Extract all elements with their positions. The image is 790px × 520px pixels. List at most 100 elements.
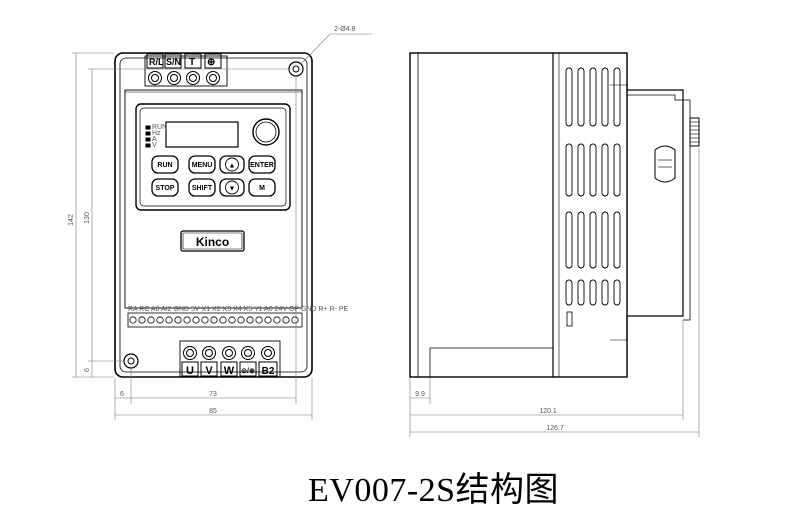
terminal-w-label: W: [224, 365, 235, 377]
diagram-caption: EV007-2S结构图: [308, 472, 560, 509]
vent-slot: [577, 279, 585, 306]
terminal-dc-label: ⊝/⊕: [241, 368, 255, 375]
vent-slot: [565, 279, 573, 306]
terminal-t-label: T: [189, 57, 195, 68]
top-terminal-block: [144, 53, 228, 87]
vent-slot: [613, 279, 621, 306]
led-a-label: A: [152, 136, 157, 143]
keypad-buttons: [151, 155, 276, 197]
dim-73-label: 73: [209, 391, 217, 398]
led-run-label: RUN: [152, 124, 167, 131]
led-v-label: V: [152, 142, 157, 149]
dim-142-label: 142: [68, 214, 75, 226]
vent-slot: [565, 143, 573, 197]
side-front-panel: [626, 82, 684, 340]
terminal-b2: [258, 361, 278, 377]
dim-130-label: 130: [84, 212, 91, 224]
run-button-label: RUN: [157, 162, 172, 169]
control-terminal-screw: [237, 316, 245, 324]
side-body-outline: [409, 52, 628, 378]
menu-button[interactable]: [188, 155, 216, 174]
control-terminal-screw: [219, 316, 227, 324]
down-button[interactable]: [219, 178, 245, 197]
terminal-r-label: R/L: [149, 57, 164, 67]
terminal-ground-label: ⊕: [207, 57, 215, 68]
vent-slot: [613, 67, 621, 127]
lcd-display: [165, 121, 239, 148]
stop-button[interactable]: [151, 178, 179, 197]
hole-callout-leader: [300, 33, 372, 65]
control-terminal-screw: [138, 316, 146, 324]
front-view: R/L S/N T ⊕ RUN Hz A V: [114, 52, 348, 378]
control-terminal-screw: [147, 316, 155, 324]
terminal-r: [146, 53, 164, 69]
brand-badge: [180, 230, 245, 252]
terminal-w: [220, 361, 238, 377]
terminal-v-label: V: [205, 365, 213, 377]
control-terminal-screw: [246, 316, 254, 324]
front-body-outline: [114, 52, 313, 378]
control-terminal-screw: [228, 316, 236, 324]
terminal-s: [164, 53, 182, 69]
vent-slot: [565, 211, 573, 269]
control-terminal-screw: [291, 316, 299, 324]
control-terminal-screw: [183, 316, 191, 324]
vent-slot: [601, 279, 609, 306]
dim-85-label: 85: [209, 408, 217, 415]
mounting-hole-top: [288, 61, 304, 77]
control-terminal-screw: [174, 316, 182, 324]
terminal-u-label: U: [186, 365, 194, 377]
control-terminal-screw: [255, 316, 263, 324]
vent-slot: [613, 211, 621, 269]
dim-6-label: 6: [120, 391, 124, 398]
vent-slot: [601, 67, 609, 127]
vent-slot: [577, 143, 585, 197]
control-terminal-screw: [192, 316, 200, 324]
vent-slot: [589, 279, 597, 306]
terminal-u: [181, 361, 199, 377]
control-terminal-screw: [273, 316, 281, 324]
vent-slot: [577, 67, 585, 127]
run-button[interactable]: [151, 155, 179, 174]
control-terminal-labels: RA RC A0 AI2 GND 5V X1 X2 X3 X4 X5 Y1 A0…: [128, 306, 348, 313]
side-vent-slots: [565, 67, 621, 306]
terminal-t: [184, 53, 202, 69]
side-dimensions: [409, 148, 700, 437]
side-latch: [654, 145, 676, 183]
control-terminal-screw: [165, 316, 173, 324]
potentiometer-knob[interactable]: [252, 118, 280, 146]
vent-slot: [577, 211, 585, 269]
control-terminal-screw: [282, 316, 290, 324]
dim-126-7-label: 126.7: [546, 425, 564, 432]
bottom-terminal-block: [179, 340, 281, 378]
hole-callout-label: 2-Ø4.8: [334, 26, 356, 33]
control-terminal-screw: [129, 316, 137, 324]
control-terminal-screw: [210, 316, 218, 324]
terminal-ground: [204, 53, 222, 69]
vent-slot: [601, 143, 609, 197]
enter-button-label: ENTER: [250, 162, 274, 169]
up-button[interactable]: [219, 155, 245, 174]
up-arrow-icon: ▲: [229, 163, 236, 170]
terminal-v: [200, 361, 218, 377]
terminal-dc: [239, 361, 257, 377]
dim-6-vertical-label: 6: [84, 368, 91, 372]
control-terminal-screw: [264, 316, 272, 324]
vent-slot: [601, 211, 609, 269]
terminal-b2-label: B2: [262, 366, 275, 377]
menu-button-label: MENU: [192, 162, 213, 169]
enter-button[interactable]: [248, 155, 276, 174]
led-hz-label: Hz: [152, 130, 161, 137]
brand-logo: Kinco: [196, 235, 229, 249]
front-dimensions: [72, 33, 372, 420]
control-terminal-screw: [156, 316, 164, 324]
control-terminal-strip: [127, 312, 303, 328]
terminal-s-label: S/N: [166, 57, 181, 67]
shift-button[interactable]: [188, 178, 216, 197]
vent-slot: [589, 211, 597, 269]
vent-slot: [589, 67, 597, 127]
dim-120-1-label: 120.1: [539, 408, 557, 415]
m-button[interactable]: [248, 178, 276, 197]
dim-9-9-label: 9.9: [415, 391, 425, 398]
